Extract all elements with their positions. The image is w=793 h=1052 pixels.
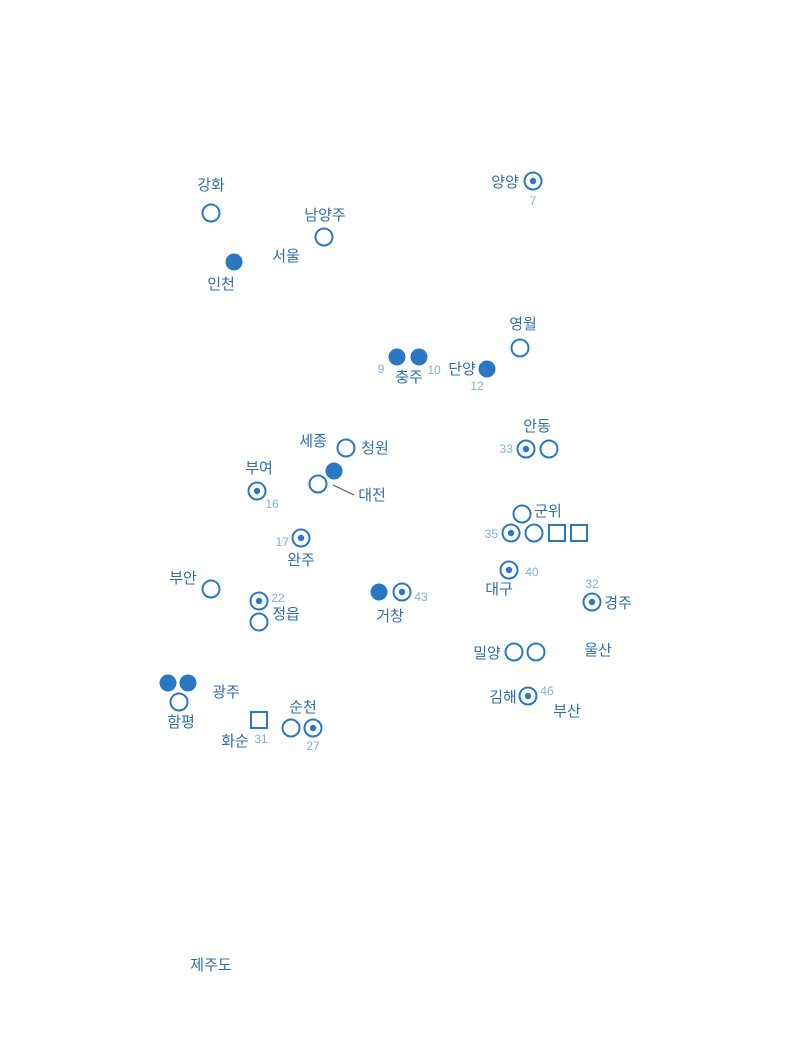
place-label-geochang: 거창 xyxy=(376,607,404,625)
site-marker-miryang-1-open-circle xyxy=(504,642,524,662)
site-marker-wanju-1-dotted-circle xyxy=(291,528,311,548)
site-number-hwasun-1: 31 xyxy=(254,732,268,746)
place-label-ganghwa: 강화 xyxy=(197,176,225,194)
place-label-seoul: 서울 xyxy=(272,247,300,265)
site-marker-buyeo-1-dotted-circle xyxy=(247,481,267,501)
site-marker-ganghwa-1-open-circle xyxy=(201,203,221,223)
site-number-daegu-1: 40 xyxy=(525,565,539,579)
site-marker-daegu-1-dotted-circle xyxy=(499,560,519,580)
site-symbols xyxy=(159,171,602,738)
site-marker-buan-1-open-circle xyxy=(201,579,221,599)
place-label-chungju: 충주 xyxy=(395,368,423,386)
place-label-daejeon: 대전 xyxy=(358,486,386,504)
site-number-suncheon-1: 27 xyxy=(306,739,320,753)
site-marker-suncheon-1-open-circle xyxy=(281,718,301,738)
place-label-danyang: 단양 xyxy=(448,360,476,378)
site-marker-yangyang-1-dotted-circle xyxy=(523,171,543,191)
place-label-ulsan: 울산 xyxy=(584,641,612,659)
site-marker-jeongeup-2-open-circle xyxy=(249,612,269,632)
place-label-sejong: 세종 xyxy=(299,432,327,450)
site-marker-geochang-2-dotted-circle xyxy=(392,582,412,602)
site-number-chungju-2: 10 xyxy=(427,363,441,377)
place-label-yangyang: 양양 xyxy=(491,173,519,191)
site-number-gyeongju-1: 32 xyxy=(585,577,599,591)
site-marker-incheon-1-filled-circle xyxy=(225,253,243,271)
site-marker-cheongwon-1-open-circle xyxy=(336,438,356,458)
place-label-gimhae: 김해 xyxy=(489,688,517,706)
site-marker-gunwi-2-dotted-circle xyxy=(501,523,521,543)
site-number-wanju-1: 17 xyxy=(276,535,290,549)
site-marker-gwangju-2-filled-circle xyxy=(179,674,197,692)
site-marker-hampyeong-1-open-circle xyxy=(169,692,189,712)
site-number-andong-1: 33 xyxy=(500,442,514,456)
place-label-hampyeong: 함평 xyxy=(167,713,195,731)
site-marker-andong-1-dotted-circle xyxy=(516,439,536,459)
site-marker-gunwi-4-open-square xyxy=(548,524,566,542)
site-marker-gunwi-5-open-square xyxy=(570,524,588,542)
site-marker-danyang-1-filled-circle xyxy=(478,360,496,378)
place-label-cheongwon: 청원 xyxy=(361,439,389,457)
site-marker-gunwi-3-open-circle xyxy=(524,523,544,543)
site-number-jeongeup-1: 22 xyxy=(271,591,285,605)
site-marker-gimhae-1-dotted-circle xyxy=(518,686,538,706)
place-label-miryang: 밀양 xyxy=(473,644,501,662)
place-label-jeongeup: 정읍 xyxy=(272,605,300,623)
place-label-buan: 부안 xyxy=(169,569,197,587)
site-marker-miryang-2-open-circle xyxy=(526,642,546,662)
leader-lines xyxy=(332,484,355,496)
place-label-buyeo: 부여 xyxy=(245,459,273,477)
site-number-buyeo-1: 16 xyxy=(265,497,279,511)
site-marker-yeongwol-1-open-circle xyxy=(510,338,530,358)
site-marker-geochang-1-filled-circle xyxy=(370,583,388,601)
site-marker-daejeon-1-filled-circle xyxy=(325,462,343,480)
place-label-yeongwol: 영월 xyxy=(509,315,537,333)
site-number-gunwi-1: 35 xyxy=(485,527,499,541)
site-marker-jeongeup-1-dotted-circle xyxy=(249,591,269,611)
site-marker-daejeon-2-open-circle xyxy=(308,474,328,494)
site-marker-gwangju-1-filled-circle xyxy=(159,674,177,692)
place-label-wanju: 완주 xyxy=(287,551,315,569)
site-marker-namyangju-1-open-circle xyxy=(314,227,334,247)
site-number-gimhae-1: 46 xyxy=(540,684,554,698)
place-label-jejudo: 제주도 xyxy=(190,956,232,974)
site-marker-suncheon-2-dotted-circle xyxy=(303,718,323,738)
site-marker-gunwi-1-open-circle xyxy=(512,504,532,524)
site-marker-chungju-1-filled-circle xyxy=(388,348,406,366)
site-marker-chungju-2-filled-circle xyxy=(410,348,428,366)
site-number-geochang-1: 43 xyxy=(414,590,428,604)
site-marker-andong-2-open-circle xyxy=(539,439,559,459)
place-label-busan: 부산 xyxy=(553,702,581,720)
place-label-namyangju: 남양주 xyxy=(304,206,345,224)
leader-line-daejeon xyxy=(332,484,355,496)
place-label-gyeongju: 경주 xyxy=(604,594,632,612)
place-label-andong: 안동 xyxy=(523,417,551,435)
site-number-chungju-1: 9 xyxy=(378,362,385,376)
place-label-gunwi: 군위 xyxy=(534,502,562,520)
place-label-daegu: 대구 xyxy=(485,580,513,598)
site-number-yangyang-1: 7 xyxy=(530,194,537,208)
place-label-suncheon: 순천 xyxy=(289,698,317,716)
place-label-hwasun: 화순 xyxy=(221,732,249,750)
site-number-danyang-1: 12 xyxy=(470,379,484,393)
site-numbers: 7 9 10 12 33 16 35 17 40 32 22 43 46 27 31 xyxy=(254,194,599,753)
place-label-incheon: 인천 xyxy=(207,275,235,293)
site-marker-gyeongju-1-dotted-circle xyxy=(582,592,602,612)
place-label-gwangju: 광주 xyxy=(212,683,240,701)
site-marker-hwasun-1-open-square xyxy=(250,711,268,729)
